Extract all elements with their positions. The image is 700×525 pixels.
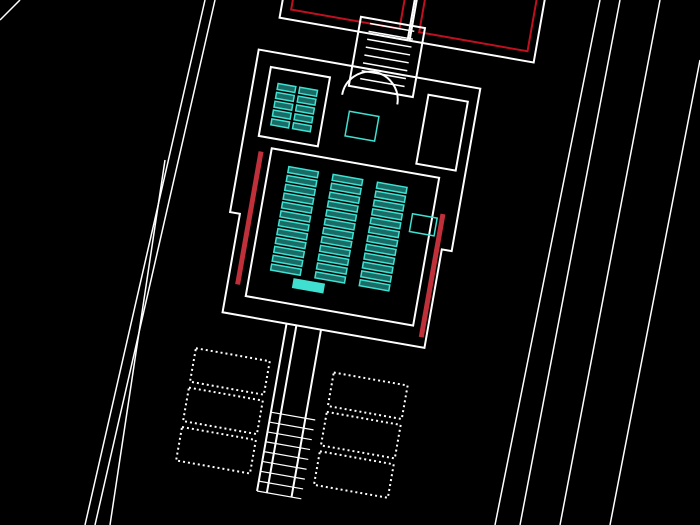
stair-tread <box>369 22 415 33</box>
lower-stair <box>263 451 309 461</box>
pew <box>323 217 356 231</box>
building-outline <box>221 48 482 350</box>
stair-tread <box>364 54 409 64</box>
lower-stair <box>260 470 305 480</box>
lower-stair <box>270 411 316 421</box>
stair-tread <box>367 38 412 48</box>
choir-pew <box>276 82 297 94</box>
pew <box>372 199 405 212</box>
pew <box>320 235 353 249</box>
stair-tread <box>360 77 405 88</box>
boundary-line <box>494 0 601 525</box>
lower-stair <box>269 421 314 431</box>
pew <box>314 271 347 284</box>
pew <box>269 263 303 277</box>
choir-pew <box>269 118 291 129</box>
pew <box>317 253 350 267</box>
stair-well <box>347 15 427 99</box>
red-wall-right <box>418 213 446 338</box>
pew <box>318 244 352 258</box>
pew <box>331 173 364 187</box>
lower-stair <box>256 490 302 500</box>
stair-tread <box>368 30 413 40</box>
pew <box>328 191 361 205</box>
boundary-line <box>109 159 166 525</box>
upper-room-outline <box>278 0 423 42</box>
choir-pew <box>293 113 314 124</box>
pew <box>359 269 393 283</box>
pew <box>361 261 394 274</box>
pew <box>272 245 306 259</box>
entry-corridor <box>256 323 323 498</box>
pew <box>325 208 358 222</box>
choir-pew <box>294 104 316 115</box>
pew <box>321 226 355 240</box>
apse-arc <box>341 70 399 105</box>
pew <box>315 262 348 276</box>
pew <box>271 254 304 268</box>
pew <box>329 182 363 196</box>
altar <box>344 110 380 142</box>
pew <box>369 216 402 230</box>
pew <box>277 218 310 232</box>
lower-stair <box>262 460 307 470</box>
pew <box>282 192 315 206</box>
garden-block <box>181 386 264 436</box>
pew <box>283 183 317 197</box>
stair-tread <box>365 46 411 56</box>
choir-pew <box>274 91 296 103</box>
side-rooms <box>257 65 470 172</box>
choir-pew <box>296 95 317 107</box>
pew <box>326 200 359 213</box>
pew <box>286 165 320 179</box>
stair-tread <box>362 62 408 72</box>
upper-room <box>289 0 412 30</box>
pew <box>370 207 404 221</box>
garden-block <box>188 347 271 396</box>
pew <box>280 201 314 215</box>
pew <box>363 252 396 266</box>
church-building-plan <box>174 0 549 500</box>
garden-block <box>326 371 409 421</box>
boundary-line <box>519 0 621 525</box>
pew <box>276 227 309 241</box>
lower-stair <box>258 480 304 490</box>
choir-pew <box>291 121 313 133</box>
choir-pew <box>271 109 293 120</box>
garden-block <box>312 450 395 499</box>
nave <box>244 147 441 327</box>
lower-stair <box>265 441 311 451</box>
choir-pew <box>297 86 319 98</box>
boundary-line <box>84 0 206 525</box>
upper-room-outline <box>408 0 549 64</box>
entry-furniture <box>291 278 326 294</box>
pew <box>374 190 407 204</box>
boundary-line <box>0 0 21 21</box>
boundary-line <box>559 0 661 525</box>
pew <box>364 243 397 257</box>
pew <box>367 225 401 239</box>
choir-pew <box>273 100 294 112</box>
garden-block <box>174 425 258 475</box>
pew <box>375 181 408 195</box>
red-wall-left <box>235 151 264 285</box>
pew <box>279 210 312 223</box>
pew <box>366 234 399 248</box>
pew <box>358 278 391 292</box>
garden-block <box>319 410 402 460</box>
upper-room <box>418 0 540 53</box>
boundary-line <box>609 59 700 525</box>
pew <box>285 174 318 188</box>
pew <box>274 236 307 250</box>
boundary-line <box>94 0 216 525</box>
side-furniture <box>408 212 439 237</box>
lower-stair <box>267 431 312 441</box>
